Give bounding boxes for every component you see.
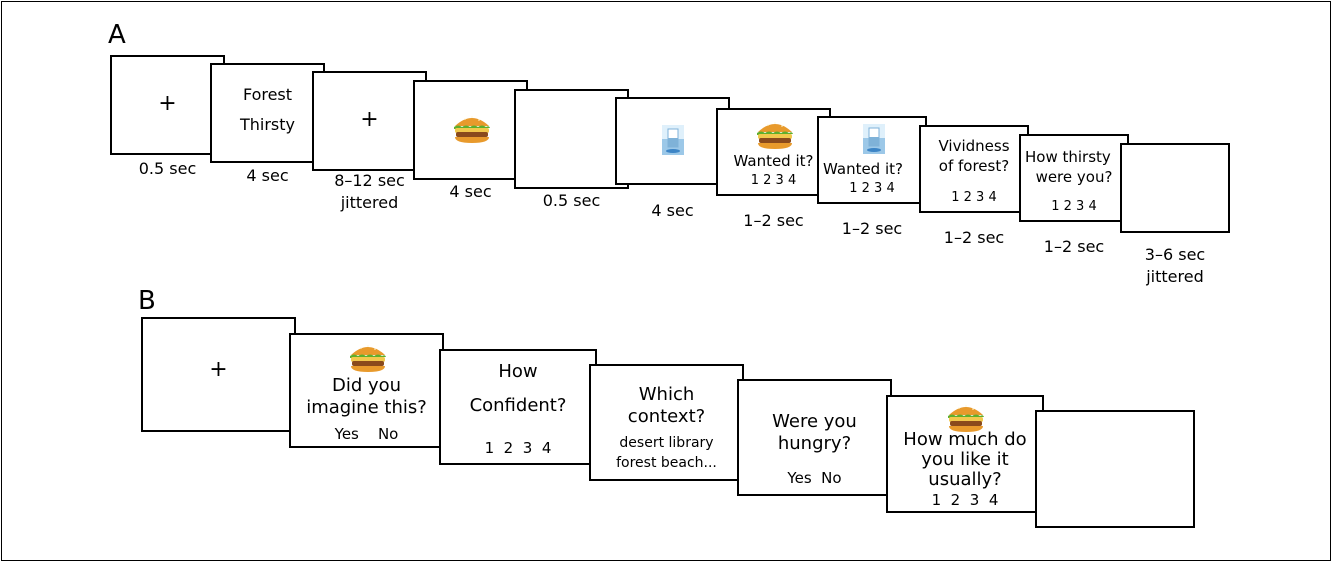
duration-line-2: jittered [340, 193, 399, 212]
duration-label: 0.5 sec [138, 159, 197, 178]
duration-label: 1–2 sec [841, 219, 903, 238]
duration-label: 1–2 sec [1043, 237, 1105, 256]
question-line-2: Confident? [469, 395, 567, 416]
panel-b-screen-liking-rating: How much do you like it usually? 1 2 3 4 [886, 395, 1044, 513]
duration-label: 4 sec [651, 201, 694, 220]
duration-line-2: jittered [1146, 267, 1204, 286]
question-line-1: Did you [331, 375, 402, 396]
answer-options: Yes No [787, 469, 842, 487]
duration-label: 8–12 sec jittered [312, 170, 427, 214]
question-line-2: you like it [921, 449, 1009, 470]
panel-b-screen-blank [1035, 410, 1195, 528]
question-line-3: usually? [928, 469, 1002, 490]
fixation-cross: + [360, 107, 379, 132]
rating-scale: 1 2 3 4 [1051, 199, 1097, 214]
rating-scale: 1 2 3 4 [750, 173, 797, 188]
water-glass-icon [863, 124, 885, 154]
question-line-1: How [498, 361, 538, 382]
panel-b-screen-hunger-question: Were you hungry? Yes No [737, 379, 892, 496]
question-line-2: of forest? [938, 157, 1010, 175]
panel-b-screen-confidence: How Confident? 1 2 3 4 [439, 349, 597, 465]
panel-a-screen-want-drink: Wanted it? 1 2 3 4 [817, 116, 927, 204]
panel-b-label: B [138, 286, 156, 316]
cue-state: Thirsty [239, 115, 295, 134]
burger-icon [454, 116, 490, 143]
panel-a-screen-food-image [413, 80, 528, 180]
duration-label: 1–2 sec [743, 211, 804, 230]
panel-a-screen-blank [514, 89, 629, 189]
context-options-line-1: desert library [619, 435, 714, 451]
cue-context: Forest [242, 85, 293, 104]
burger-icon [350, 345, 386, 372]
question-line-2: hungry? [777, 433, 852, 454]
question-line-2: were you? [1035, 168, 1113, 186]
context-options-line-2: forest beach... [616, 455, 717, 471]
panel-a-screen-context-cue: Forest Thirsty [210, 63, 325, 163]
question-line-2: imagine this? [306, 397, 427, 418]
panel-a-screen-thirst-rating: How thirsty were you? 1 2 3 4 [1019, 134, 1129, 222]
water-glass-icon [662, 125, 684, 155]
panel-b-screen-fixation: + [141, 317, 296, 432]
burger-icon [757, 122, 793, 149]
panel-a-screen-iti [1120, 143, 1230, 233]
fixation-cross: + [158, 91, 177, 116]
question-line-1: Vividness [938, 137, 1010, 155]
panel-a-screen-fixation: + [110, 55, 225, 155]
panel-a-screen-want-food: Wanted it? 1 2 3 4 [716, 108, 831, 196]
panel-a-screen-drink-image [615, 97, 730, 185]
duration-label: 0.5 sec [542, 191, 601, 210]
duration-label: 4 sec [246, 166, 289, 185]
question-text: Wanted it? [733, 152, 814, 170]
duration-label: 1–2 sec [943, 228, 1005, 247]
question-line-1: How much do [903, 429, 1027, 450]
duration-line-1: 8–12 sec [334, 171, 405, 190]
question-text: Wanted it? [823, 160, 903, 178]
question-line-1: Were you [772, 411, 857, 432]
question-line-1: How thirsty [1025, 148, 1111, 166]
rating-scale: 1 2 3 4 [484, 439, 552, 457]
panel-a-screen-vividness: Vividness of forest? 1 2 3 4 [919, 125, 1029, 213]
panel-b-screen-memory-question: Did you imagine this? Yes No [289, 333, 444, 448]
rating-scale: 1 2 3 4 [849, 181, 895, 196]
panel-b-screen-context-question: Which context? desert library forest bea… [589, 364, 744, 481]
panel-a-screen-fixation-2: + [312, 71, 427, 171]
duration-label: 3–6 sec jittered [1120, 244, 1230, 288]
rating-scale: 1 2 3 4 [951, 190, 997, 205]
question-line-1: Which [638, 384, 695, 405]
answer-options: Yes No [334, 425, 399, 443]
duration-label: 4 sec [449, 182, 492, 201]
panel-a-label: A [108, 20, 126, 50]
fixation-cross: + [209, 357, 228, 382]
question-line-2: context? [627, 406, 706, 427]
duration-line-1: 3–6 sec [1144, 245, 1206, 264]
rating-scale: 1 2 3 4 [931, 491, 999, 509]
